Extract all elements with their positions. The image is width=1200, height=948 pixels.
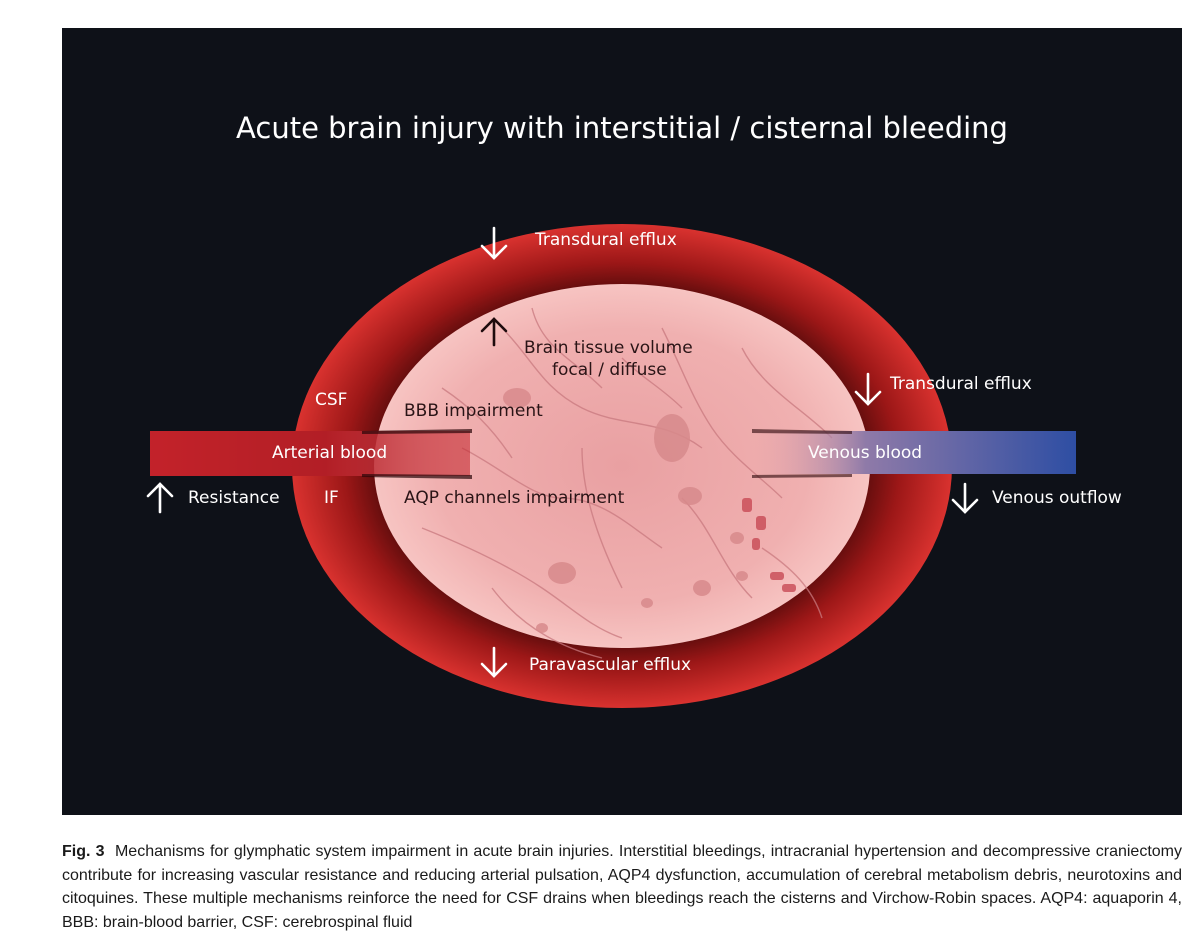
brain-tissue	[374, 284, 870, 648]
paravascular-efflux-label: Paravascular efflux	[529, 655, 692, 675]
figure-caption: Fig. 3 Mechanisms for glymphatic system …	[62, 840, 1182, 934]
csf-label: CSF	[315, 390, 348, 410]
neuron-bodies	[503, 388, 748, 633]
transdural-efflux-top-label: Transdural efflux	[535, 230, 677, 250]
figure-panel: Acute brain injury with interstitial / c…	[62, 28, 1182, 815]
diagram-graphic	[146, 224, 1076, 708]
if-label: IF	[324, 488, 339, 508]
neuron-network	[421, 307, 833, 659]
down-arrow-icon	[951, 482, 979, 514]
figure-label: Fig. 3	[62, 843, 105, 860]
arterial-blood-label: Arterial blood	[272, 443, 388, 463]
brain-tissue-volume-label: Brain tissue volume	[524, 338, 693, 358]
caption-text: Mechanisms for glymphatic system impairm…	[62, 843, 1183, 931]
up-arrow-icon	[146, 482, 174, 514]
bbb-impairment-label: BBB impairment	[404, 401, 543, 421]
venous-vessel	[752, 429, 1076, 478]
resistance-label: Resistance	[188, 488, 280, 508]
down-arrow-icon	[480, 226, 508, 260]
arterial-vessel	[150, 429, 472, 479]
venous-blood-label: Venous blood	[808, 443, 923, 463]
down-arrow-icon	[480, 646, 508, 678]
transdural-efflux-right-label: Transdural efflux	[890, 374, 1032, 394]
aqp-channels-impairment-label: AQP channels impairment	[404, 488, 625, 508]
up-arrow-icon	[480, 317, 508, 347]
diagram-title: Acute brain injury with interstitial / c…	[236, 111, 1008, 145]
venous-outflow-label: Venous outflow	[992, 488, 1122, 508]
brain-tissue-volume-sublabel: focal / diffuse	[552, 360, 667, 380]
blood-cells	[742, 498, 796, 592]
down-arrow-icon	[854, 372, 882, 406]
